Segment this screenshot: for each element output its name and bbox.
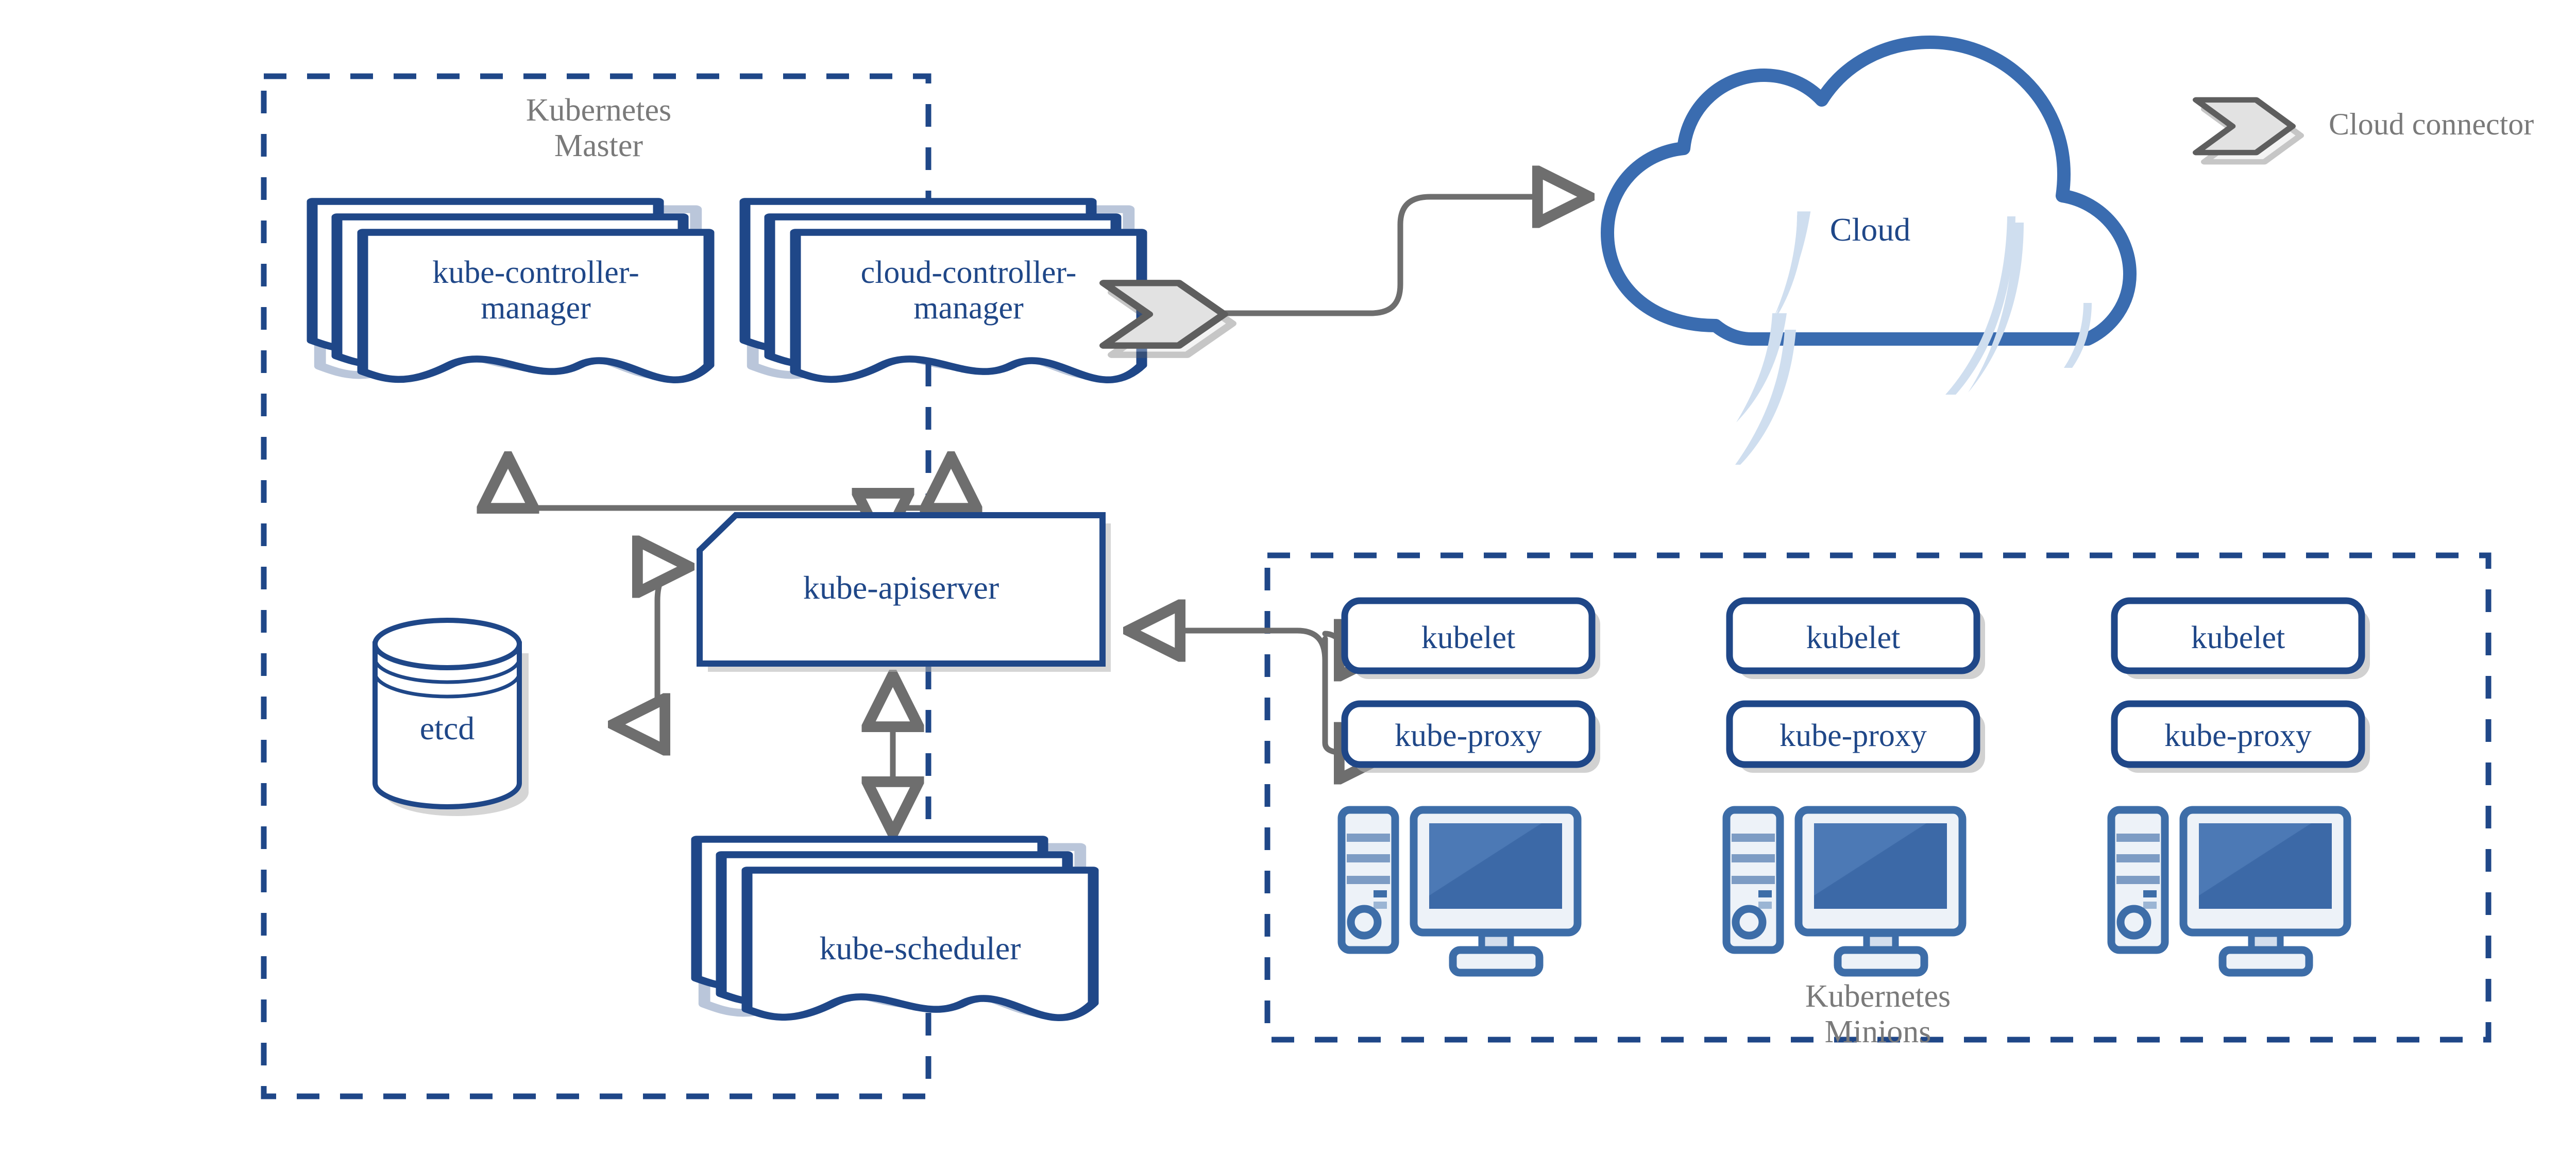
computer-tower-icon — [1722, 806, 1784, 954]
computer-tower-icon — [2107, 806, 2169, 954]
cloud-shape[interactable] — [1601, 36, 2137, 465]
minion-node-3[interactable] — [2107, 597, 2370, 977]
cloud-controller-manager-shape[interactable] — [745, 201, 1142, 380]
edge-ccm-to-cloud — [1192, 197, 1589, 316]
minion-node-1[interactable] — [1337, 597, 1600, 977]
edge-kcm-up — [508, 456, 874, 508]
kube-apiserver-shape[interactable] — [697, 512, 1111, 672]
edge-ccm-up — [893, 456, 951, 508]
edge-apiserver-etcd — [613, 567, 689, 724]
kube-controller-manager-shape[interactable] — [312, 201, 709, 380]
minions-boundary — [1264, 552, 2492, 1043]
computer-monitor-icon — [2179, 806, 2351, 977]
computer-monitor-icon — [1794, 806, 1967, 977]
legend-cloud-connector-icon — [2196, 100, 2301, 162]
computer-tower-icon — [1337, 806, 1399, 954]
minion-node-2[interactable] — [1722, 597, 1985, 977]
minion-nodes — [1337, 597, 2370, 977]
kube-scheduler-shape[interactable] — [697, 839, 1093, 1018]
etcd-shape[interactable] — [372, 618, 529, 816]
cloud-shading — [1735, 211, 2092, 465]
edge-apiserver-to-node — [1128, 631, 1328, 664]
computer-monitor-icon — [1410, 806, 1582, 977]
